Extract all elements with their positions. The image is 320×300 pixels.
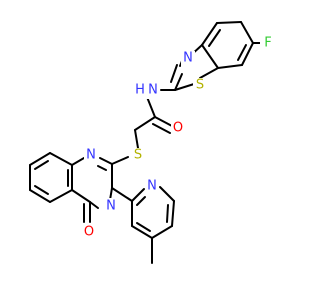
bond bbox=[34, 160, 49, 170]
atom-labels: F N S N H O S N N O N bbox=[82, 35, 274, 240]
sulfur-atom: S bbox=[196, 78, 204, 93]
nitrogen-atom: N bbox=[148, 83, 158, 98]
bond bbox=[134, 116, 156, 131]
fluorine-atom: F bbox=[264, 36, 271, 51]
bond bbox=[240, 21, 254, 44]
bond bbox=[136, 196, 146, 206]
bonds bbox=[29, 21, 264, 264]
bond bbox=[89, 201, 99, 209]
bond bbox=[111, 187, 133, 202]
oxygen-atom: O bbox=[84, 225, 94, 240]
nitrogen-atom: N bbox=[106, 199, 116, 214]
bond bbox=[34, 185, 49, 195]
molecule-canvas: F N S N H O S N N O N bbox=[29, 21, 274, 264]
bond bbox=[208, 29, 221, 47]
bond bbox=[174, 83, 195, 91]
bond bbox=[159, 186, 175, 202]
oxygen-atom: O bbox=[173, 121, 183, 136]
bond bbox=[71, 189, 91, 203]
sulfur-atom: S bbox=[134, 148, 142, 163]
bond bbox=[152, 123, 171, 134]
bond bbox=[146, 96, 156, 118]
bond bbox=[199, 67, 219, 79]
bond bbox=[131, 225, 153, 239]
bond bbox=[97, 165, 107, 171]
bond bbox=[170, 64, 178, 83]
bond bbox=[237, 44, 247, 61]
bond bbox=[201, 22, 218, 46]
nitrogen-atom: N bbox=[86, 148, 96, 163]
bond bbox=[29, 152, 51, 166]
bond bbox=[99, 157, 113, 165]
bond bbox=[111, 156, 129, 165]
bond bbox=[49, 189, 73, 203]
bond bbox=[217, 64, 243, 69]
nitrogen-atom: N bbox=[183, 51, 193, 66]
bond bbox=[71, 157, 85, 166]
hydrogen-atom: H bbox=[135, 83, 145, 98]
bond bbox=[154, 116, 173, 127]
bond bbox=[134, 129, 139, 149]
bond bbox=[136, 222, 151, 232]
bond bbox=[241, 42, 254, 66]
bond bbox=[131, 188, 145, 202]
structure-drawing: F N S N H O S N N O N bbox=[29, 21, 274, 264]
bond bbox=[166, 204, 169, 223]
bond bbox=[174, 73, 183, 91]
bond bbox=[49, 152, 73, 166]
bond bbox=[216, 21, 242, 24]
nitrogen-atom: N bbox=[147, 179, 157, 194]
bond bbox=[151, 225, 173, 239]
bond bbox=[29, 189, 51, 203]
bond bbox=[201, 44, 219, 69]
bond bbox=[171, 200, 175, 227]
